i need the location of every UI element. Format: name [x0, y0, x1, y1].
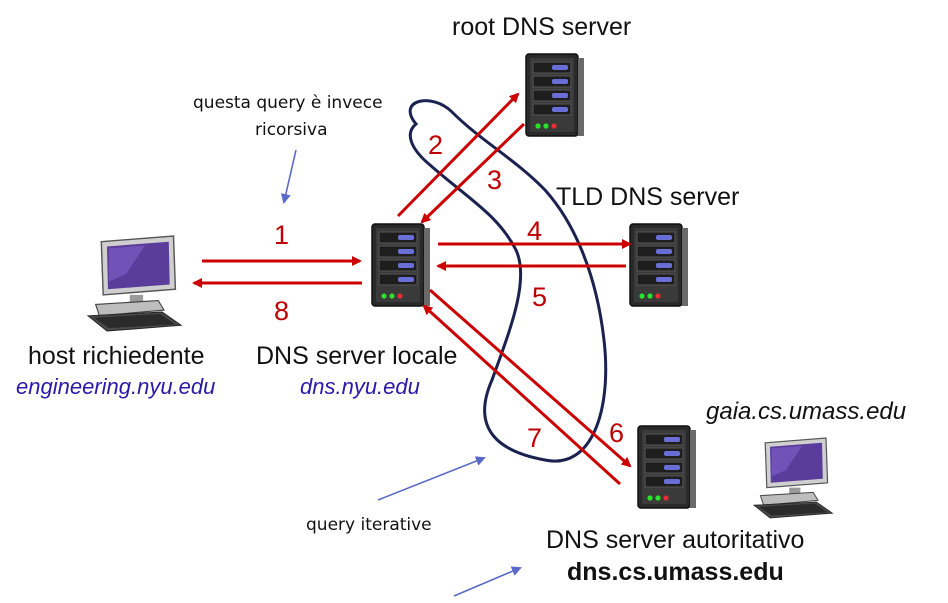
- local-dns-server-icon: [371, 223, 431, 307]
- arrow-2: [396, 92, 520, 218]
- step-number-6: 6: [609, 418, 624, 448]
- annotation-arrow-iterative: [377, 456, 486, 501]
- auth-dns-server-icon: [637, 425, 697, 509]
- host-computer-icon: [87, 235, 182, 332]
- gaia-computer-icon: [753, 437, 834, 519]
- step-number-4: 4: [527, 216, 542, 246]
- host-domain: engineering.nyu.edu: [16, 374, 215, 399]
- step-number-1: 1: [274, 220, 289, 250]
- root-server-label: root DNS server: [452, 13, 631, 41]
- arrow-3: [420, 122, 526, 224]
- local-server-domain: dns.nyu.edu: [300, 374, 420, 399]
- root-dns-server-icon: [525, 53, 585, 137]
- auth-server-label: DNS server autoritativo: [546, 526, 804, 554]
- step-number-2: 2: [428, 130, 443, 160]
- arrow-7: [422, 304, 622, 486]
- step-number-8: 8: [274, 296, 289, 326]
- iterative-query-loop: [408, 99, 608, 463]
- step-number-5: 5: [532, 282, 547, 312]
- tld-server-label: TLD DNS server: [556, 183, 739, 211]
- note-recursive-line1: questa query è invece: [193, 93, 383, 113]
- tld-dns-server-icon: [629, 223, 689, 307]
- host-label: host richiedente: [28, 342, 205, 370]
- note-iterative: query iterative: [306, 515, 432, 535]
- auth-server-domain: dns.cs.umass.edu: [567, 558, 784, 586]
- step-number-7: 7: [527, 423, 542, 453]
- note-recursive-line2: ricorsiva: [255, 120, 328, 140]
- gaia-host-label: gaia.cs.umass.edu: [706, 398, 906, 425]
- local-server-label: DNS server locale: [256, 342, 457, 370]
- annotation-arrow-authoritative: [453, 566, 522, 597]
- arrow-6: [429, 288, 632, 468]
- step-number-3: 3: [487, 165, 502, 195]
- annotation-arrow-recursive: [280, 149, 297, 204]
